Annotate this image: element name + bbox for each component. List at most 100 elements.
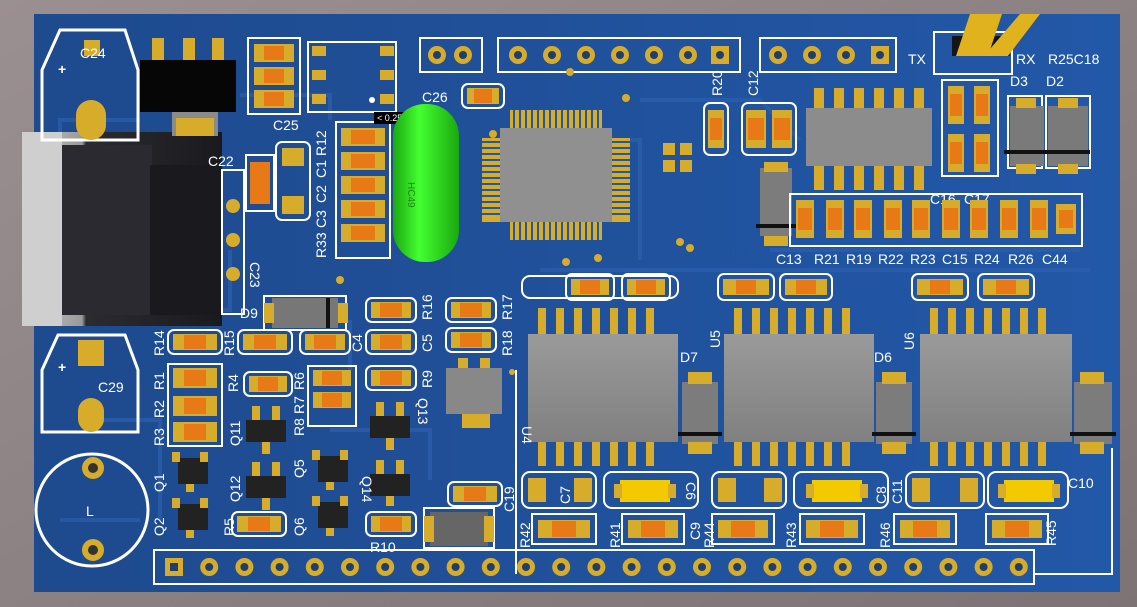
label-tx: TX <box>908 51 927 67</box>
label-c24: C24 <box>80 45 106 61</box>
capacitor-c26: C26 <box>422 83 505 109</box>
resistors-bottom-left: R5 R10 C19 <box>221 481 517 555</box>
label-c13: C13 <box>776 251 802 267</box>
diodes-d3-d2: D3 D2 <box>1004 73 1091 174</box>
label-c3: C3 <box>313 210 329 228</box>
crystal-marking: HC49 <box>405 182 416 208</box>
label-r1: R1 <box>151 372 167 390</box>
silk-outline <box>515 370 1113 575</box>
label-q11: Q11 <box>227 420 243 446</box>
label-q5: Q5 <box>291 459 307 478</box>
label-c5: C5 <box>419 334 435 352</box>
header-pin-hole <box>838 563 847 571</box>
label-r7: R7 <box>291 396 307 414</box>
label-r3: R3 <box>151 428 167 446</box>
label-c4: C4 <box>349 334 365 352</box>
label-r26: R26 <box>1008 251 1034 267</box>
label-c6: C6 <box>683 482 699 500</box>
header-pin-hole <box>205 563 214 571</box>
label-r25c18: R25C18 <box>1048 51 1100 67</box>
header-pin-hole <box>909 563 918 571</box>
label-r22: R22 <box>878 251 904 267</box>
label-r6: R6 <box>291 372 307 390</box>
label-r9: R9 <box>419 370 435 388</box>
label-q13: Q13 <box>415 398 431 425</box>
label-r15: R15 <box>221 330 237 356</box>
header-pin-hole <box>1014 563 1023 571</box>
header-pin-hole <box>381 563 390 571</box>
label-r8: R8 <box>291 418 307 436</box>
label-r12: R12 <box>313 130 329 156</box>
label-r42: R42 <box>517 522 533 548</box>
diode-d9: D9 <box>240 295 348 331</box>
header-bottom <box>153 549 1035 585</box>
label-q1: Q1 <box>151 473 167 492</box>
header-pin-hole <box>627 563 636 571</box>
crystal-hc49: HC49 <box>393 104 459 262</box>
label-d7: D7 <box>680 349 698 365</box>
label-d6: D6 <box>874 349 892 365</box>
label-c26: C26 <box>422 89 448 105</box>
label-r20: R20 <box>709 70 725 96</box>
label-u4: U4 <box>519 426 535 444</box>
resistor-row-bottom: R42 R41 R44 R43 R46 R45 <box>517 513 1059 548</box>
label-d3: D3 <box>1010 73 1028 89</box>
label-r5: R5 <box>221 518 237 536</box>
ic-u5: U5 <box>707 273 874 466</box>
label-q2: Q2 <box>151 517 167 536</box>
label-r19: R19 <box>846 251 872 267</box>
header-pin-hole <box>944 563 953 571</box>
ic-u4: U4 <box>519 273 679 466</box>
label-r43: R43 <box>783 522 799 548</box>
capacitor-c24: + C24 <box>40 28 140 142</box>
label-c23: C23 <box>247 262 263 288</box>
label-r10: R10 <box>370 539 396 555</box>
label-q12: Q12 <box>227 475 243 502</box>
label-r21: R21 <box>814 251 840 267</box>
header-pin-hole <box>768 563 777 571</box>
label-r46: R46 <box>877 522 893 548</box>
diode-sot-upper <box>756 162 796 246</box>
header-pin-hole <box>592 563 601 571</box>
label-c15: C15 <box>942 251 968 267</box>
transistors: Q11 Q13 Q1 Q2 Q12 Q5 <box>151 398 431 538</box>
mcu-qfp <box>482 110 630 240</box>
header-pin-hole <box>416 563 425 571</box>
label-r33: R33 <box>313 232 329 258</box>
label-u6: U6 <box>901 332 917 350</box>
header-2pin-top <box>419 37 483 73</box>
label-c22: C22 <box>208 153 234 169</box>
label-u5: U5 <box>707 330 723 348</box>
label-r16: R16 <box>419 294 435 320</box>
header-pin-hole <box>240 563 249 571</box>
label-c2: C2 <box>313 185 329 203</box>
capacitor-c22: C22 C23 <box>208 141 311 315</box>
vias <box>336 68 694 375</box>
label-rx: RX <box>1016 51 1036 67</box>
regulator-sot223 <box>140 38 236 136</box>
inductor-l: L <box>34 452 150 568</box>
label-r18: R18 <box>499 330 515 356</box>
uart-header: RX R25C18 <box>933 14 1100 75</box>
label-c8: C8 <box>873 486 889 504</box>
resistor-array-top: C25 <box>247 37 397 133</box>
header-pin-hole <box>698 563 706 571</box>
header-pin-hole <box>451 563 460 571</box>
header-pin-hole <box>979 563 988 571</box>
label-c10: C10 <box>1068 475 1094 491</box>
header-7pin-top <box>497 37 741 73</box>
polarity-plus: + <box>58 61 66 77</box>
header-4pin-top: TX <box>759 37 927 73</box>
header-pin-hole <box>803 563 812 571</box>
label-d2: D2 <box>1046 73 1064 89</box>
header-pin-hole <box>346 563 354 571</box>
label-r44: R44 <box>701 522 717 548</box>
resistors-mid-left: R16 R17 R18 C4 C5 R9 <box>299 294 515 391</box>
pads-small <box>663 143 692 172</box>
regulator-small <box>446 358 502 428</box>
header-pin-hole <box>733 563 742 571</box>
r20-c12: R20 C12 <box>703 70 797 156</box>
label-q14: Q14 <box>359 476 375 503</box>
